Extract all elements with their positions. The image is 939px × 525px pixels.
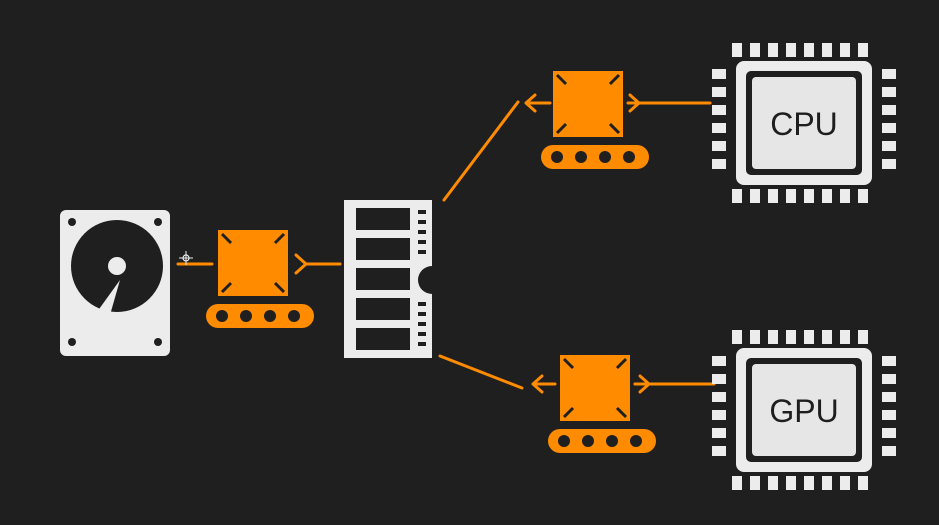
connector-memory-to-cpu (442, 100, 520, 202)
conveyor-box-icon (546, 353, 658, 455)
cpu-chip: CPU (712, 43, 896, 203)
arrow-left-icon (531, 374, 557, 394)
connector-memory-to-gpu (438, 354, 524, 390)
connectors (176, 93, 716, 394)
gpu-label: GPU (769, 393, 838, 429)
arrow-left-icon (524, 93, 552, 113)
cpu-label: CPU (770, 106, 838, 142)
conveyor-box-icon (204, 228, 316, 330)
ram-stick-icon (344, 200, 432, 358)
move-cursor-icon (179, 251, 193, 265)
conveyor-box-icon (539, 69, 651, 171)
hard-drive-icon (60, 210, 170, 356)
arrow-right-icon (294, 253, 320, 275)
gpu-chip: GPU (712, 330, 896, 490)
